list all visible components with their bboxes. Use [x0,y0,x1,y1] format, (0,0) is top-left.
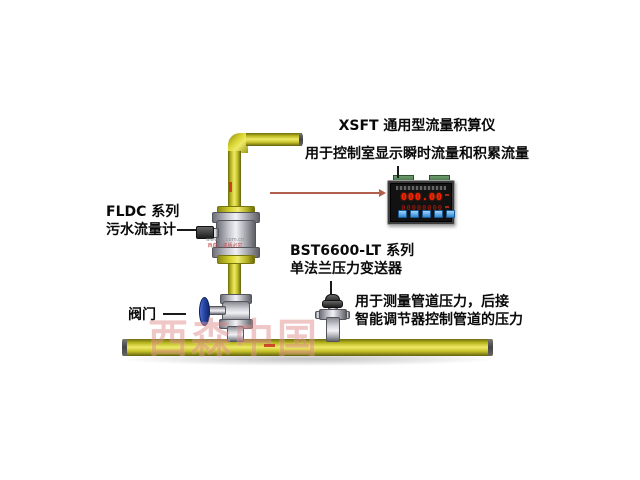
display-buttons [398,210,455,218]
flowmeter-sensor-head [196,226,214,239]
transmitter-desc: 用于测量管道压力，后接 智能调节器控制管道的压力 [355,293,523,329]
display-unit-mark-top [445,194,449,196]
watermark-fragment-main-pipe [264,344,275,347]
display-unit-mark-bottom [445,206,449,208]
totalizer-desc: 用于控制室显示瞬时流量和积累流量 [305,146,529,162]
display-total-readout: 00000000 [401,204,443,212]
pipe-top-horizontal [246,133,302,146]
display-flow-readout: 000.00 [400,192,443,203]
valve-outlet-pipe [227,326,244,342]
display-face: 000.00 00000000 [390,183,455,222]
transmitter-label: BST6600-LT 系列 单法兰压力变送器 [290,242,414,278]
transmitter-desc-line2: 智能调节器控制管道的压力 [355,312,523,328]
transmitter-desc-line1: 用于测量管道压力，后接 [355,294,509,310]
flowmeter-bottom-yellow-flange [217,255,255,264]
display-button [398,210,407,218]
display-button [410,210,419,218]
watermark-center: 西森中国 [148,316,320,362]
valve-label: 阀门 [128,307,156,323]
transmitter-leader-line [330,281,332,294]
flowmeter-label-line1: FLDC 系列 [106,204,180,220]
watermark-fragment-vertical-pipe [229,182,232,192]
display-header-strip [395,186,447,190]
signal-arrow-head [379,189,386,197]
transmitter-ring [322,300,343,308]
flowmeter-label-line2: 污水流量计 [106,222,176,238]
watermark-url: www.….com.cn [205,237,245,243]
flowmeter-label: FLDC 系列 污水流量计 [106,203,179,239]
flow-totalizer-display: 000.00 00000000 [387,180,455,225]
pipe-main-left-cap [122,339,127,356]
totalizer-title: XSFT 通用型流量积算仪 [338,118,496,134]
totalizer-leader-line [397,166,399,178]
flowmeter-leader-line [177,229,196,231]
transmitter-label-line2: 单法兰压力变送器 [290,261,402,277]
totalizer-label: XSFT 通用型流量积算仪 用于控制室显示瞬时流量和积累流量 [305,117,529,163]
valve-leader-line [163,313,186,315]
pipe-elbow [228,133,248,153]
display-button [434,210,443,218]
signal-arrow-line [270,192,380,194]
transmitter-label-line1: BST6600-LT 系列 [290,243,415,259]
valve-handwheel [199,297,210,326]
pipe-main-right-cap [488,339,493,356]
transmitter-column [326,317,340,342]
pipe-main-horizontal [122,339,493,356]
watermark-small: www.….com.cn 西森…盗版必究 [194,237,256,249]
watermark-copyright: 西森…盗版必究 [207,243,243,249]
pipe-top-end-cap [299,133,303,146]
display-button [446,210,455,218]
display-button [422,210,431,218]
